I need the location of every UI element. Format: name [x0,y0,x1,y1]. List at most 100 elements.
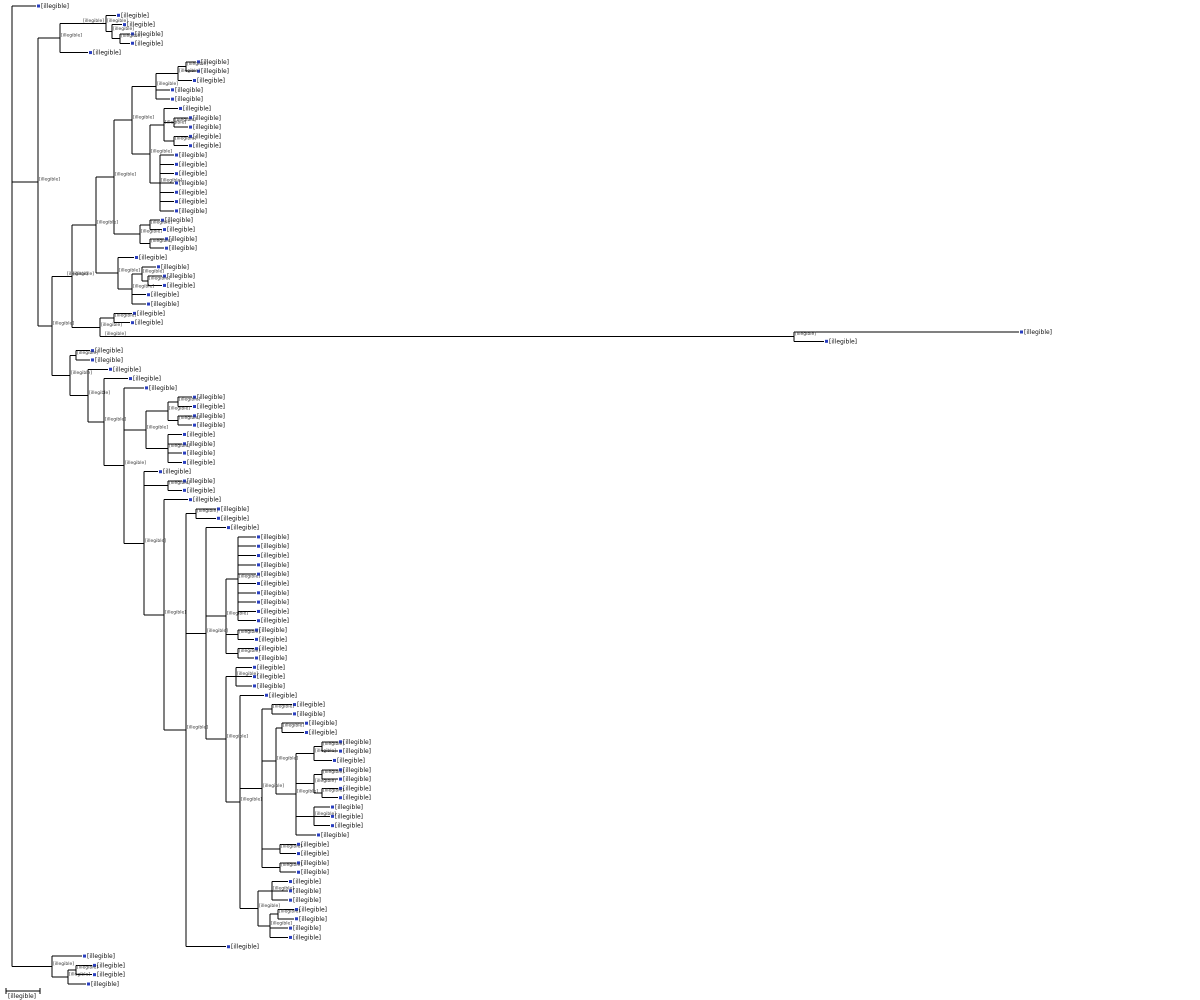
leaf-label-51: [illegible] [187,478,215,485]
leaf-label-88: [illegible] [335,823,363,830]
leaf-marker-60 [257,563,260,567]
scale-bar: [illegible] [5,988,41,1000]
support-value-68: [illegible] [273,885,294,891]
leaf-label-41: [illegible] [149,385,177,392]
support-value-11: [illegible] [133,115,154,121]
leaf-label-33: [illegible] [137,310,165,317]
support-value-23: [illegible] [119,268,140,274]
leaf-label-15: [illegible] [193,143,221,150]
leaf-label-14: [illegible] [193,133,221,140]
leaf-marker-61 [257,572,260,576]
leaf-label-68: [illegible] [259,636,287,643]
leaf-label-73: [illegible] [257,683,285,690]
support-value-67: [illegible] [259,903,280,909]
leaf-marker-86 [331,805,334,809]
leaf-marker-2 [123,23,126,27]
leaf-marker-12 [189,116,192,120]
leaf-marker-54 [217,507,220,511]
leaf-label-4: [illegible] [135,40,163,47]
leaf-marker-83 [339,777,342,781]
leaf-label-24: [illegible] [167,227,195,234]
support-value-9: [illegible] [97,220,118,226]
leaf-marker-42 [193,395,196,399]
leaf-label-62: [illegible] [261,580,289,587]
support-value-59: [illegible] [315,748,336,754]
leaf-marker-34 [131,321,134,325]
leaf-marker-21 [175,200,178,204]
leaf-label-61: [illegible] [261,571,289,578]
tree-support-values: [illegible] [illegible] [illegible] [illegi… [39,18,816,978]
support-value-56: [illegible] [277,756,298,762]
leaf-label-98: [illegible] [299,916,327,923]
leaf-marker-50 [159,470,162,474]
leaf-label-32: [illegible] [151,301,179,308]
leaf-label-3: [illegible] [135,31,163,38]
support-value-22: [illegible] [151,238,172,244]
leaf-label-18: [illegible] [179,171,207,178]
leaf-label-79: [illegible] [343,739,371,746]
leaf-marker-68 [255,637,258,641]
leaf-marker-82 [339,768,342,772]
support-value-30: [illegible] [795,331,816,337]
support-value-28: [illegible] [115,313,136,319]
leaf-marker-0 [37,4,40,8]
leaf-label-59: [illegible] [261,553,289,560]
leaf-marker-24 [163,228,166,232]
leaf-marker-27 [135,255,138,259]
leaf-label-45: [illegible] [197,422,225,429]
leaf-marker-36 [825,339,828,343]
leaf-label-77: [illegible] [309,720,337,727]
leaf-marker-4 [131,41,134,45]
leaf-label-29: [illegible] [167,273,195,280]
leaf-marker-47 [183,442,186,446]
leaf-label-21: [illegible] [179,199,207,206]
leaf-marker-100 [289,935,292,939]
leaf-label-2: [illegible] [127,22,155,29]
leaf-label-37: [illegible] [95,348,123,355]
support-value-5: [illegible] [121,33,142,39]
leaf-label-95: [illegible] [293,888,321,895]
support-value-35: [illegible] [125,460,146,466]
support-value-21: [illegible] [151,219,172,225]
leaf-label-100: [illegible] [293,934,321,941]
leaf-label-64: [illegible] [261,599,289,606]
leaf-marker-93 [297,870,300,874]
leaf-label-92: [illegible] [301,860,329,867]
leaf-label-91: [illegible] [301,851,329,858]
support-value-73: [illegible] [77,965,98,971]
support-value-18: [illegible] [175,136,196,142]
leaf-marker-30 [163,283,166,287]
leaf-label-81: [illegible] [337,757,365,764]
leaf-label-43: [illegible] [197,404,225,411]
support-value-4: [illegible] [113,26,134,32]
leaf-label-84: [illegible] [343,785,371,792]
leaf-label-48: [illegible] [187,450,215,457]
leaf-marker-85 [339,796,342,800]
leaf-marker-26 [165,246,168,250]
support-value-72: [illegible] [69,972,90,978]
leaf-label-40: [illegible] [133,376,161,383]
leaf-marker-97 [295,907,298,911]
leaf-marker-89 [317,833,320,837]
leaf-marker-35 [1020,330,1023,334]
leaf-label-65: [illegible] [261,608,289,615]
leaf-label-101: [illegible] [231,944,259,951]
support-value-57: [illegible] [283,722,304,728]
leaf-label-75: [illegible] [297,702,325,709]
support-value-70: [illegible] [279,909,300,915]
leaf-label-26: [illegible] [169,245,197,252]
leaf-label-38: [illegible] [95,357,123,364]
support-value-62: [illegible] [323,769,344,775]
leaf-marker-88 [331,824,334,828]
leaf-label-56: [illegible] [231,525,259,532]
support-value-55: [illegible] [273,704,294,710]
leaf-label-49: [illegible] [187,459,215,466]
leaf-marker-99 [289,926,292,930]
leaf-label-90: [illegible] [301,841,329,848]
leaf-label-17: [illegible] [179,161,207,168]
leaf-label-87: [illegible] [335,813,363,820]
leaf-label-83: [illegible] [343,776,371,783]
leaf-marker-45 [193,423,196,427]
support-value-36: [illegible] [147,424,168,430]
